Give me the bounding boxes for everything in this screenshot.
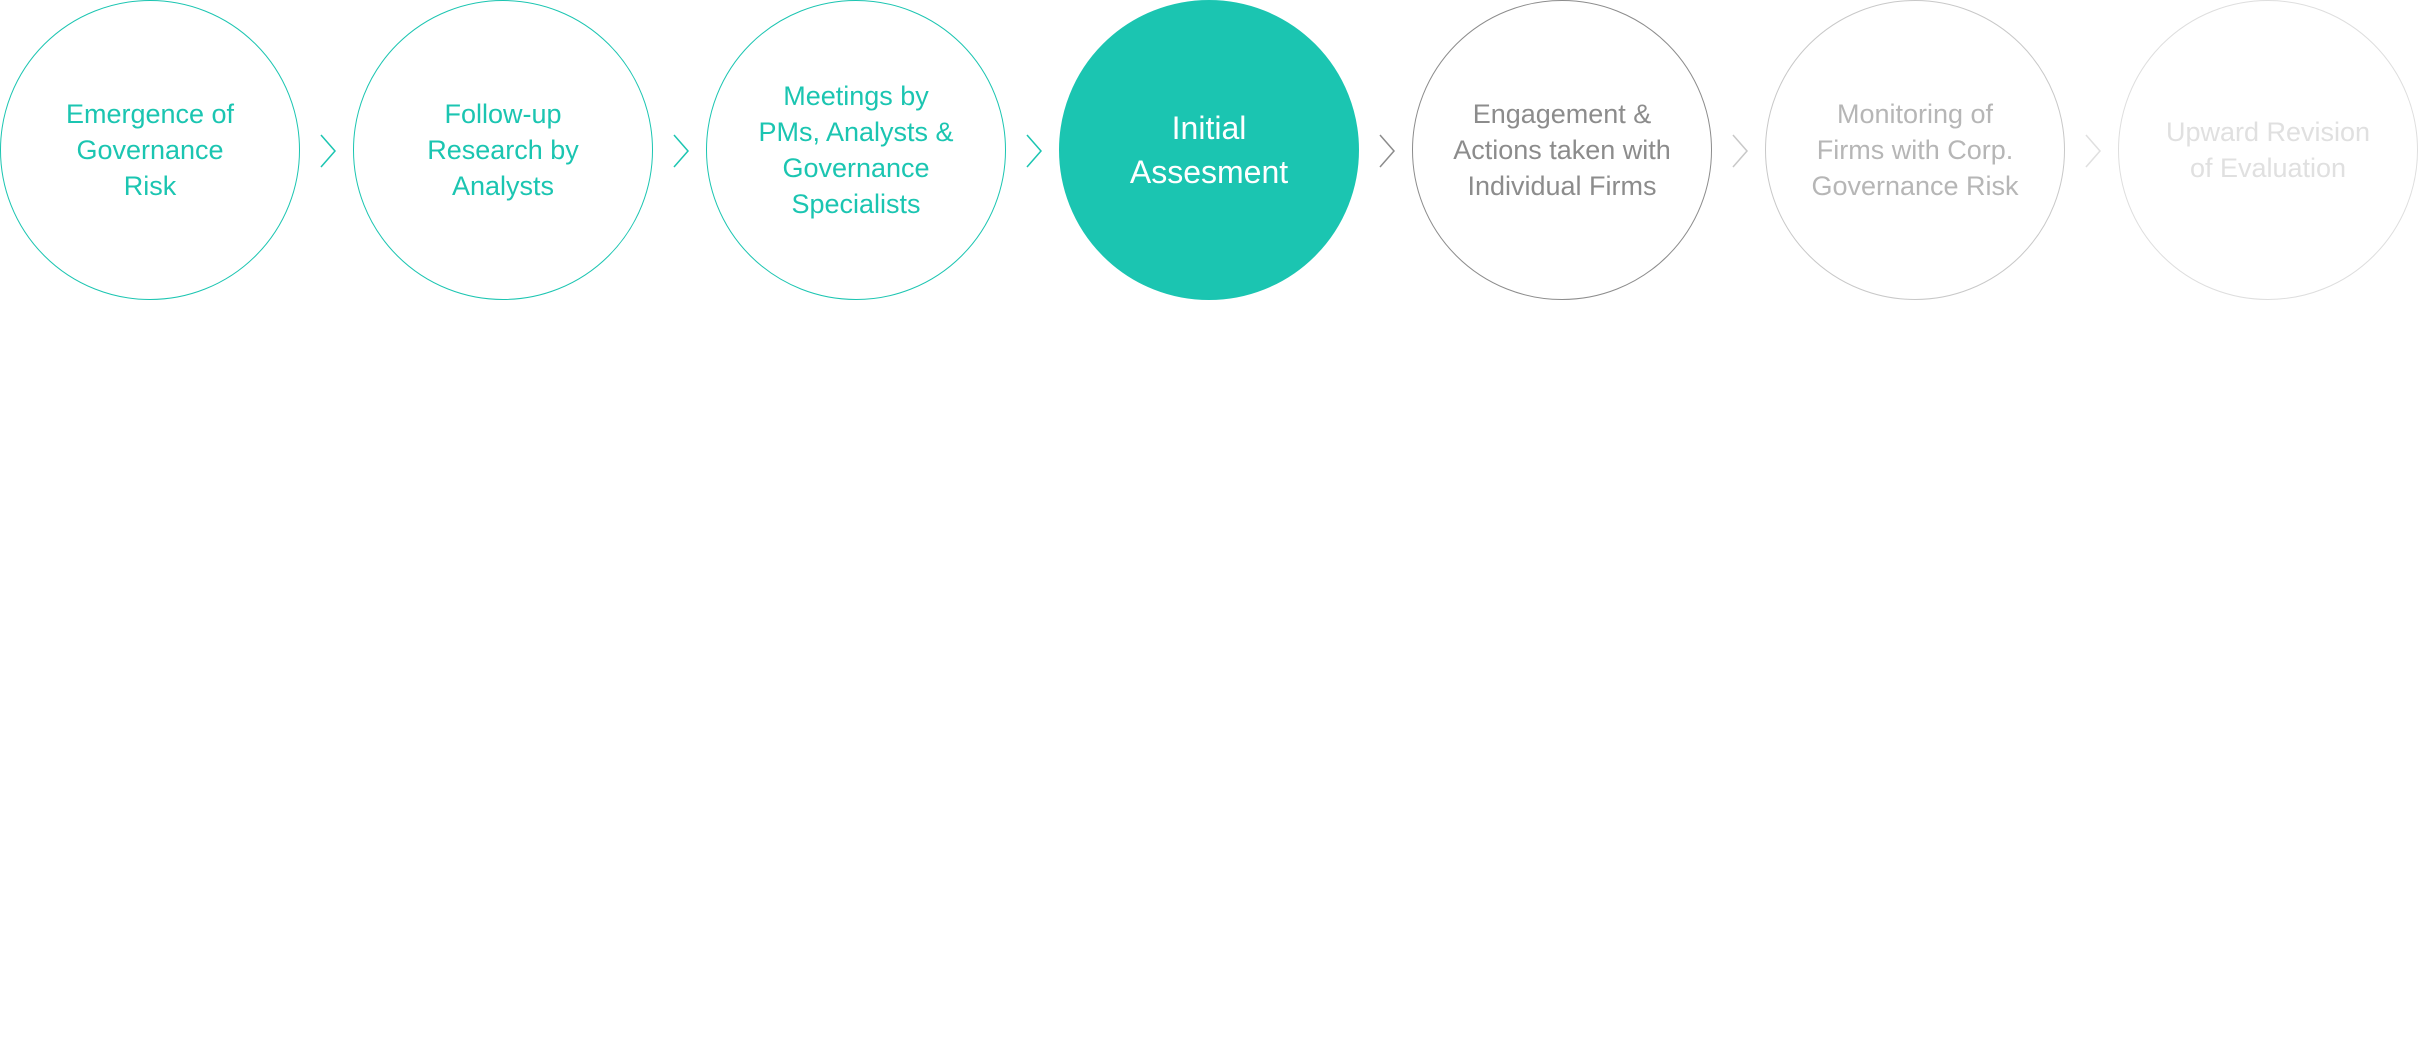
step-label: Initial Assesment [1129,110,1289,190]
process-step-6: Monitoring of Firms with Corp. Governanc… [1765,0,2065,300]
step-label: Monitoring of Firms with Corp. Governanc… [1811,99,2019,201]
process-step-5: Engagement & Actions taken with Individu… [1412,0,1712,300]
step-label: Follow-up Research by Analysts [427,99,579,201]
process-step-2: Follow-up Research by Analysts [353,0,653,300]
process-step-1: Emergence of Governance Risk [0,0,300,300]
process-step-7: Upward Revision of Evaluation [2118,0,2418,300]
chevron-right-icon [1377,133,1397,169]
step-label: Engagement & Actions taken with Individu… [1453,99,1671,201]
chevron-right-icon [318,133,338,169]
process-step-4-current: Initial Assesment [1059,0,1359,300]
chevron-right-icon [2083,133,2103,169]
process-flow: Emergence of Governance Risk Follow-up R… [0,0,2420,302]
process-step-3: Meetings by PMs, Analysts & Governance S… [706,0,1006,300]
step-label: Emergence of Governance Risk [65,99,235,201]
chevron-right-icon [1730,133,1750,169]
chevron-right-icon [671,133,691,169]
chevron-right-icon [1024,133,1044,169]
step-label: Upward Revision of Evaluation [2165,117,2371,183]
step-label: Meetings by PMs, Analysts & Governance S… [758,81,954,219]
